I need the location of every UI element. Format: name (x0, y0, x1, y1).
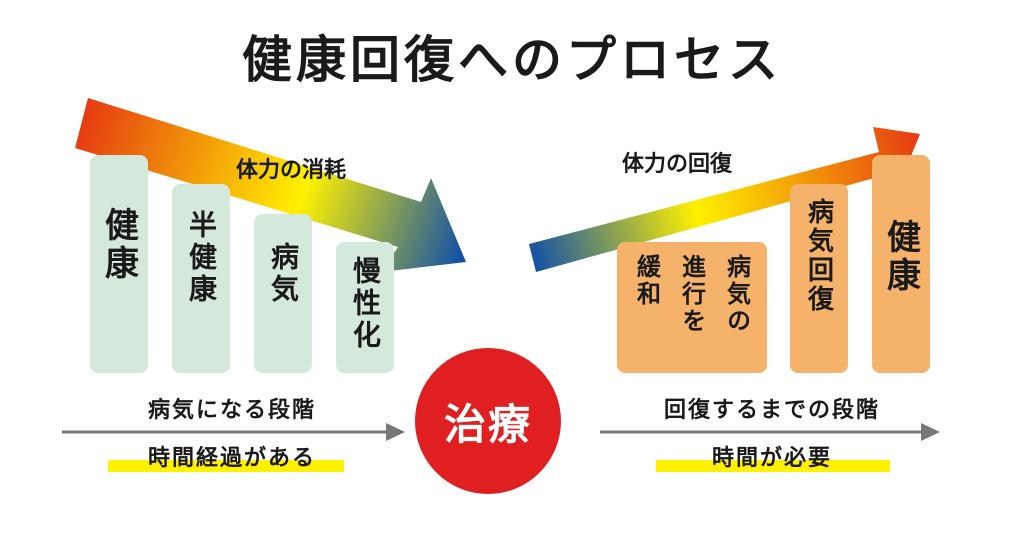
bar-semi-health-label: 半健康 (185, 210, 218, 306)
right-highlight (656, 460, 890, 472)
bar-chronic: 慢性化 (336, 242, 394, 373)
bar-slow-progression-col-3: 緩和 (632, 254, 662, 308)
bar-semi-health: 半健康 (172, 184, 230, 373)
bar-recovery-label: 病気回復 (803, 198, 834, 314)
bar-health-restored: 健康 (872, 155, 930, 373)
bar-chronic-label: 慢性化 (349, 256, 382, 352)
bar-health: 健康 (90, 155, 148, 373)
bar-illness: 病気 (254, 214, 312, 373)
bar-health-restored-label: 健康 (880, 219, 921, 295)
bar-slow-progression: 病気の 進行を 緩和 (617, 242, 767, 373)
right-stage-title: 回復するまでの段階 (663, 397, 880, 423)
consumption-label: 体力の消耗 (236, 157, 347, 183)
bar-health-label: 健康 (98, 207, 139, 283)
left-timeline-arrow (62, 423, 405, 441)
left-stage-title: 病気になる段階 (147, 397, 316, 423)
bar-illness-label: 病気 (267, 242, 300, 306)
treatment-label: 治療 (443, 399, 532, 449)
consumption-arrow (75, 98, 466, 272)
right-timeline-arrow (600, 423, 940, 441)
bar-slow-progression-col-2: 進行を (677, 254, 707, 335)
recovery-arrow (529, 127, 920, 272)
treatment-circle: 治療 (415, 348, 561, 494)
left-stage-note: 時間経過がある (147, 445, 316, 471)
bar-slow-progression-col-1: 病気の (722, 254, 752, 335)
bar-recovery: 病気回復 (790, 184, 848, 373)
recovery-label: 体力の回復 (622, 151, 733, 177)
page-title: 健康回復へのプロセス (242, 30, 782, 89)
left-highlight (108, 460, 344, 472)
right-stage-note: 時間が必要 (711, 445, 832, 471)
